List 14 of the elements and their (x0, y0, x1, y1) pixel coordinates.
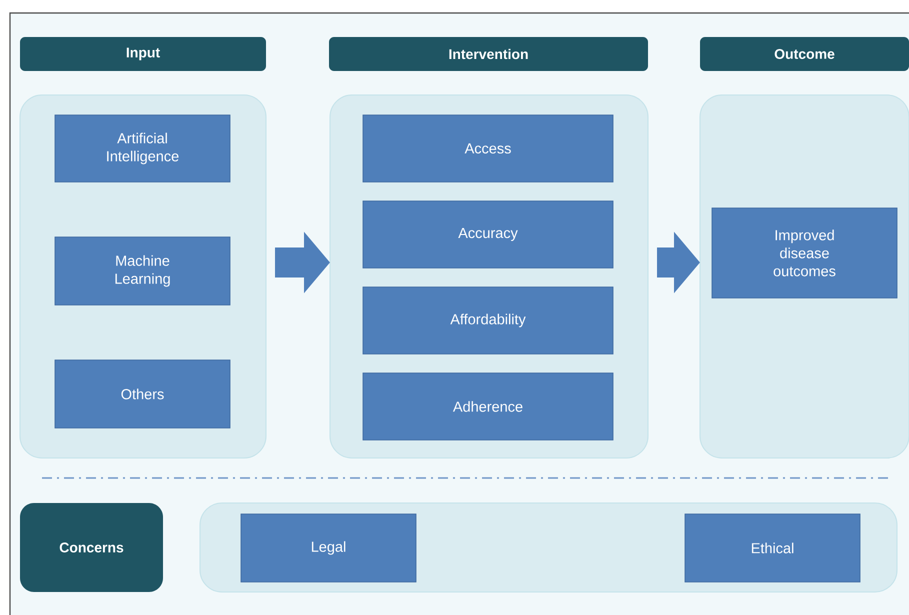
item-box: Legal (240, 514, 416, 582)
item-box: Adherence (362, 372, 614, 440)
row-header: Concerns (20, 503, 163, 592)
column-header: Intervention (329, 37, 648, 71)
item-box: Machine Learning (54, 236, 230, 306)
item-box: Artificial Intelligence (54, 114, 230, 182)
item-box: Ethical (684, 514, 860, 582)
item-box: Improved disease outcomes (712, 208, 898, 298)
column-header: Outcome (700, 37, 909, 71)
item-box: Others (54, 360, 230, 428)
item-box: Access (362, 114, 614, 182)
item-box: Accuracy (362, 200, 614, 268)
column-header: Input (20, 37, 266, 71)
item-box: Affordability (362, 286, 614, 354)
